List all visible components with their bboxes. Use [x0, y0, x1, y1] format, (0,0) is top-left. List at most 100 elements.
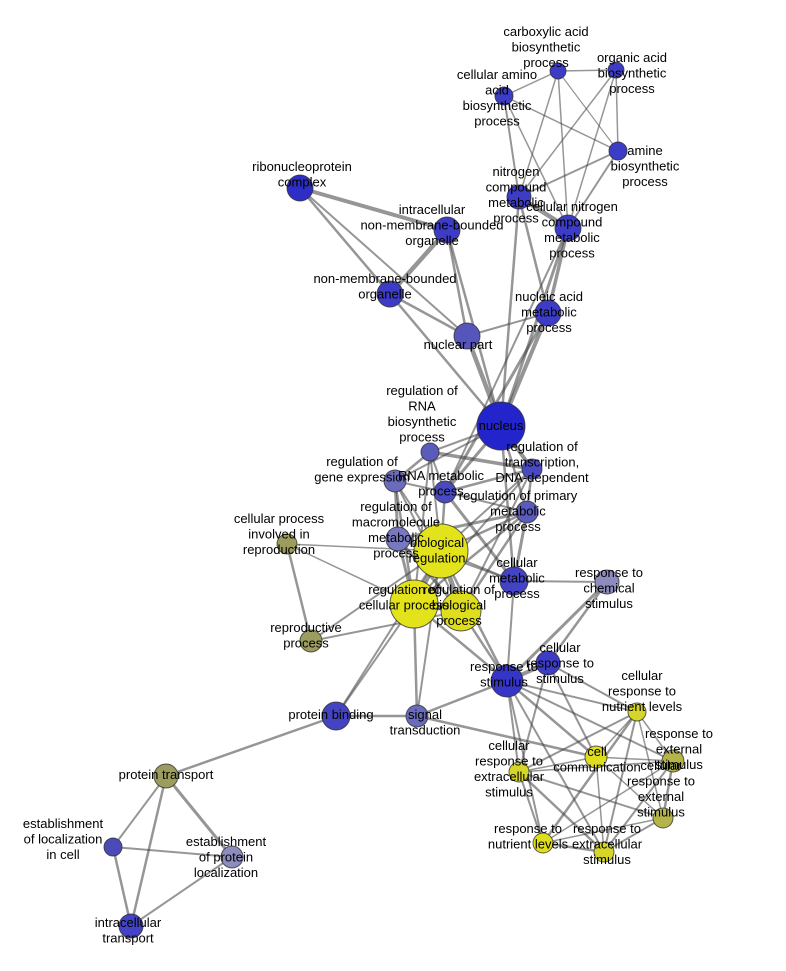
edge-crn-crx — [636, 711, 664, 819]
node-nmo[interactable] — [376, 280, 404, 308]
node-rmm[interactable] — [385, 526, 411, 552]
node-inm[interactable] — [433, 216, 461, 244]
edge-ccm-res — [595, 756, 605, 853]
node-cre[interactable] — [508, 761, 530, 783]
node-pbind[interactable] — [321, 701, 351, 731]
edge-rex-res — [603, 760, 674, 853]
edge-rnp-nmo — [298, 186, 392, 296]
edge-pbind-bre — [335, 550, 442, 717]
edge-rep-rbp — [310, 610, 462, 642]
edge-cre-rnl — [518, 771, 544, 844]
edge-crs-crn — [547, 662, 638, 713]
node-res[interactable] — [593, 841, 615, 863]
node-crn[interactable] — [627, 702, 647, 722]
node-bre[interactable] — [413, 523, 469, 579]
edge-ptr-epl — [164, 774, 234, 859]
edge-cre-res — [517, 770, 606, 854]
edge-crn-rnl — [541, 710, 639, 845]
edge-ncm-nam — [517, 195, 550, 315]
node-rbp[interactable] — [440, 590, 482, 632]
edge-ccm-cre — [518, 756, 597, 773]
edge-ccm-crx — [595, 756, 664, 819]
edge-oab-ncm — [518, 69, 617, 198]
edge-nuc-cmp — [499, 424, 516, 583]
edge-inm-nmo — [387, 227, 450, 297]
nodes-layer — [103, 61, 685, 939]
node-nam[interactable] — [534, 299, 562, 327]
node-cab[interactable] — [549, 62, 567, 80]
edge-cmp-rcs — [513, 580, 608, 583]
edge-rmp-cmp — [443, 490, 516, 583]
node-epl[interactable] — [220, 845, 244, 869]
edge-aab-ncm — [503, 95, 520, 198]
edge-cpr-rep — [285, 542, 313, 643]
edge-inm-npart — [445, 228, 469, 338]
edge-rnl-crx — [542, 817, 664, 844]
edge-nam-npart — [466, 312, 549, 337]
node-rex[interactable] — [661, 749, 685, 773]
edge-cab-cnc — [557, 70, 569, 229]
edge-amb-cnc — [567, 150, 619, 229]
edge-elc-epl — [112, 846, 233, 858]
edge-rnp-inm — [298, 186, 449, 232]
node-cpr[interactable] — [276, 533, 298, 555]
node-ncm[interactable] — [506, 184, 532, 210]
edge-rex-rnl — [542, 760, 674, 844]
edge-crx-res — [603, 817, 664, 853]
edge-ccm-rex — [595, 756, 674, 762]
node-oab[interactable] — [607, 61, 625, 79]
edge-nmo-npart — [388, 292, 469, 338]
node-rnp[interactable] — [286, 174, 314, 202]
edge-rmp-rpm — [444, 491, 528, 513]
edge-crs-ccm — [547, 662, 597, 758]
edge-cab-amb — [557, 70, 619, 152]
edge-rcs-crs — [546, 580, 609, 665]
node-rpm[interactable] — [515, 500, 539, 524]
node-amb[interactable] — [608, 141, 628, 161]
node-rnl[interactable] — [532, 832, 554, 854]
node-rge[interactable] — [383, 469, 407, 493]
node-npart[interactable] — [453, 322, 481, 350]
edge-epl-itr — [130, 856, 233, 927]
edge-rnp-npart — [299, 187, 468, 337]
node-rtd[interactable] — [521, 458, 543, 480]
edges-layer — [111, 69, 675, 928]
node-nuc[interactable] — [476, 401, 526, 451]
edge-pbind-ptr — [164, 714, 338, 778]
node-ccm[interactable] — [584, 745, 608, 769]
node-crx[interactable] — [652, 807, 674, 829]
edge-amb-ncm — [518, 150, 619, 198]
node-rcp[interactable] — [389, 579, 439, 629]
node-elc[interactable] — [103, 837, 123, 857]
node-sig[interactable] — [405, 704, 429, 728]
edge-aab-cnc — [503, 95, 569, 229]
edge-rtd-rbp — [460, 468, 533, 612]
edge-rrb-rcp — [413, 451, 431, 605]
node-rcs[interactable] — [594, 569, 620, 595]
edge-oab-cnc — [567, 69, 617, 229]
node-rst[interactable] — [490, 664, 524, 698]
node-rrb[interactable] — [420, 442, 440, 462]
node-cmp[interactable] — [499, 566, 529, 596]
edge-cab-aab — [503, 70, 559, 97]
edge-rtd-rmp — [443, 467, 534, 494]
node-rep[interactable] — [299, 629, 323, 653]
edge-rrb-rtd — [428, 450, 534, 471]
node-crs[interactable] — [535, 650, 561, 676]
node-ptr[interactable] — [153, 763, 179, 789]
edge-rst-ccm — [505, 679, 598, 759]
node-rmp[interactable] — [433, 480, 457, 504]
edge-crn-cre — [518, 711, 638, 773]
edge-rst-res — [506, 680, 605, 853]
node-aab[interactable] — [494, 86, 514, 106]
edge-cab-oab — [557, 69, 617, 72]
edge-rcs-rst — [505, 580, 609, 683]
node-itr[interactable] — [118, 913, 144, 939]
edge-rst-crn — [506, 680, 638, 713]
node-cnc[interactable] — [554, 214, 582, 242]
